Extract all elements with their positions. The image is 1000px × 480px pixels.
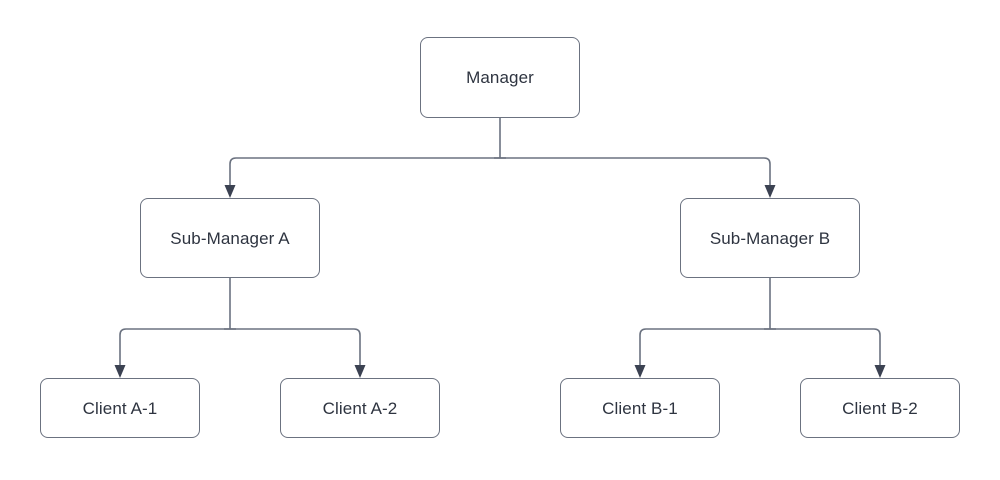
edge-e-sub-a-a1 [119, 328, 230, 365]
arrowhead-e-sub-b-b2 [874, 365, 886, 378]
arrowhead-e-sub-b-b1 [634, 365, 646, 378]
node-sub-b[interactable]: Sub-Manager B [680, 198, 860, 278]
node-label: Sub-Manager A [170, 228, 290, 248]
node-client-a2[interactable]: Client A-2 [280, 378, 440, 438]
arrowhead-e-manager-sub-a [224, 185, 236, 198]
node-label: Client A-1 [82, 398, 158, 418]
arrowhead-e-manager-sub-b [764, 185, 776, 198]
node-label: Client A-2 [322, 398, 398, 418]
edge-e-manager-sub-a [229, 157, 500, 185]
node-sub-a[interactable]: Sub-Manager A [140, 198, 320, 278]
arrowhead-e-sub-a-a1 [114, 365, 126, 378]
edge-e-sub-b-b2 [770, 328, 881, 365]
node-label: Sub-Manager B [709, 228, 831, 248]
edge-e-sub-b-b1 [639, 328, 770, 365]
edge-e-sub-a-a2 [230, 328, 361, 365]
node-manager[interactable]: Manager [420, 37, 580, 118]
node-client-a1[interactable]: Client A-1 [40, 378, 200, 438]
arrowhead-e-sub-a-a2 [354, 365, 366, 378]
node-label: Manager [466, 68, 534, 87]
node-client-b1[interactable]: Client B-1 [560, 378, 720, 438]
node-client-b2[interactable]: Client B-2 [800, 378, 960, 438]
node-label: Client B-2 [842, 398, 918, 418]
edge-e-manager-sub-b [500, 157, 771, 185]
node-label: Client B-1 [602, 398, 678, 418]
